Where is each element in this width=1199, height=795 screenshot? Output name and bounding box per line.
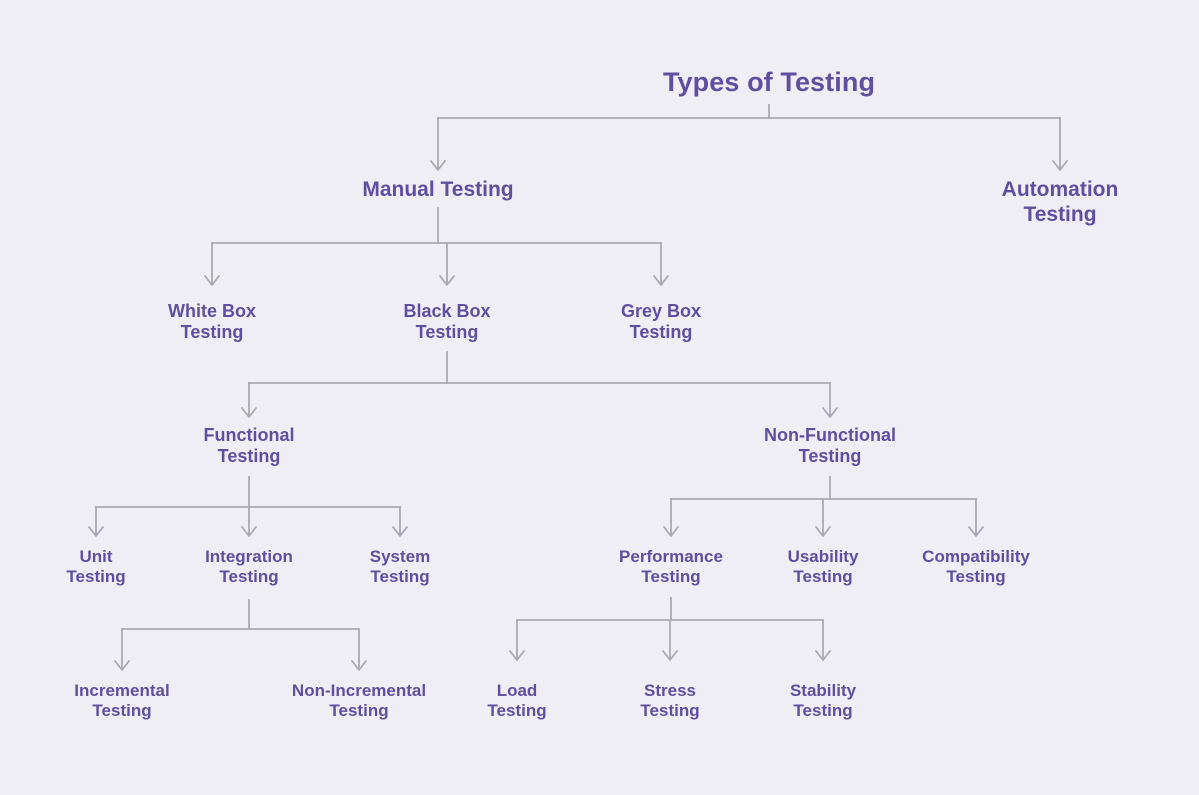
node-load[interactable]: Load Testing [487,681,547,721]
connector-root-children [430,104,1068,171]
connector-blackbox-children [241,351,838,418]
node-stress[interactable]: Stress Testing [640,681,700,721]
node-whitebox[interactable]: White Box Testing [168,301,256,343]
node-performance[interactable]: Performance Testing [619,547,723,587]
node-unit[interactable]: Unit Testing [66,547,126,587]
node-manual[interactable]: Manual Testing [362,178,514,201]
connector-performance-children [509,597,831,661]
node-greybox[interactable]: Grey Box Testing [620,301,702,343]
node-compatibility[interactable]: Compatibility Testing [922,547,1030,587]
node-stability[interactable]: Stability Testing [789,681,857,721]
connector-functional-children [88,476,408,537]
node-incremental[interactable]: Incremental Testing [74,681,170,721]
node-integration[interactable]: Integration Testing [205,547,293,587]
node-nonincremental[interactable]: Non-Incremental Testing [291,681,427,721]
connector-nonfunc-children [663,476,984,537]
node-automation[interactable]: Automation Testing [1001,178,1119,226]
page-title: Types of Testing [662,67,876,97]
node-functional[interactable]: Functional Testing [203,425,295,467]
node-blackbox[interactable]: Black Box Testing [403,301,491,343]
node-system[interactable]: System Testing [369,547,431,587]
connector-manual-children [204,207,669,286]
node-nonfunctional[interactable]: Non-Functional Testing [764,425,896,467]
connector-integration-children [114,599,367,671]
node-usability[interactable]: Usability Testing [787,547,859,587]
